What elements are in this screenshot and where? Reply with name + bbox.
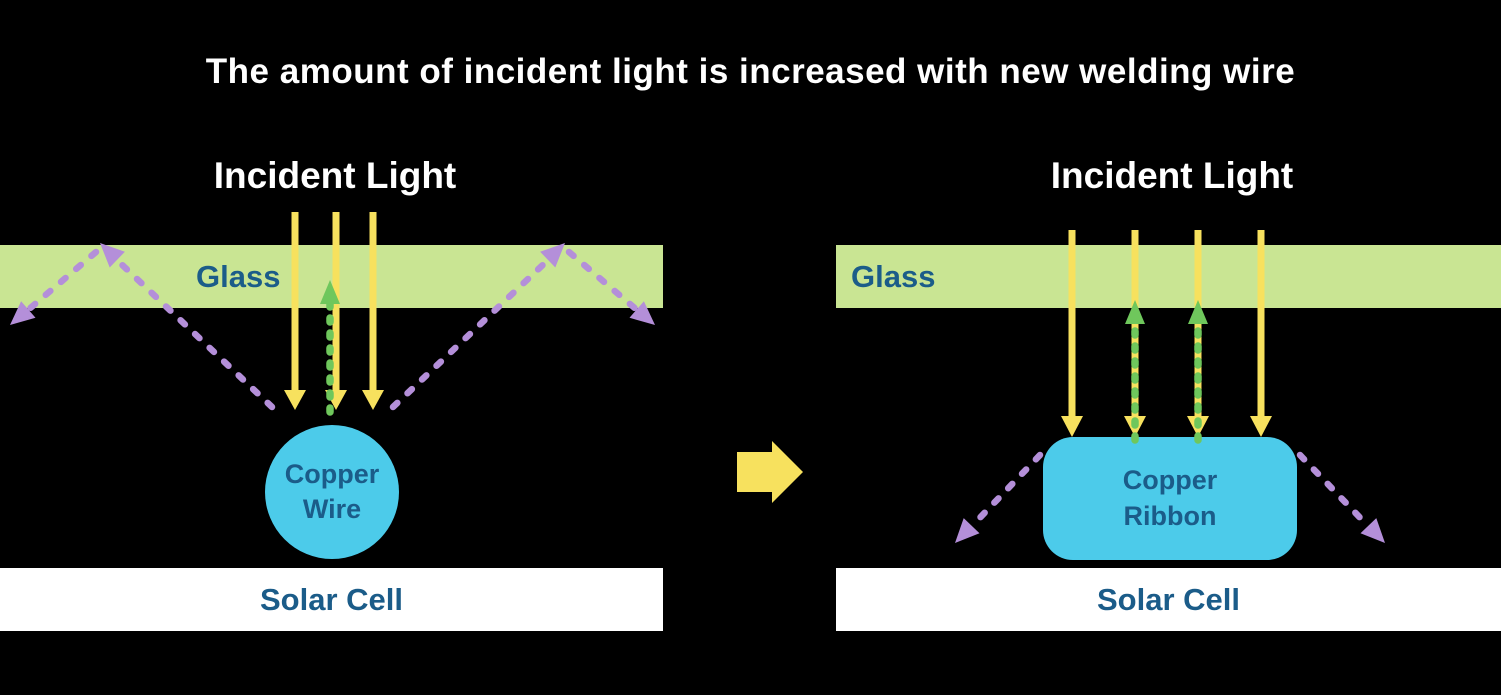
solar-cell-layer-left: Solar Cell <box>0 568 663 631</box>
glass-label-right: Glass <box>851 258 936 294</box>
solar-cell-label-left: Solar Cell <box>260 582 403 617</box>
diagram-title: The amount of incident light is increase… <box>205 52 1296 91</box>
scattered-ray <box>1296 451 1372 530</box>
incident-light-rays-left <box>284 212 384 410</box>
solar-cell-label-right: Solar Cell <box>1097 582 1240 617</box>
copper-wire-label-line1: Copper <box>284 458 380 489</box>
glass-label-left: Glass <box>196 258 281 294</box>
right-arrow-icon <box>737 441 803 503</box>
down-arrowhead-icon <box>325 390 347 410</box>
copper-wire-label-line2: Wire <box>302 494 362 524</box>
glass-layer-left: Glass <box>0 245 663 308</box>
incident-light-label-left: Incident Light <box>213 155 457 196</box>
down-arrowhead-icon <box>284 390 306 410</box>
solar-cell-layer-right: Solar Cell <box>836 568 1501 631</box>
incident-light-label-right: Incident Light <box>1050 155 1294 196</box>
down-arrowhead-icon <box>1124 416 1146 437</box>
copper-ribbon-label-line2: Ribbon <box>1123 500 1217 531</box>
down-arrowhead-icon <box>1061 416 1083 437</box>
copper-wire: Copper Wire <box>265 425 399 559</box>
down-arrowhead-icon <box>1250 416 1272 437</box>
copper-ribbon-label-line1: Copper <box>1122 465 1218 496</box>
transition-arrow <box>737 441 803 503</box>
glass-layer-right: Glass <box>836 245 1501 308</box>
down-arrowhead-icon <box>1187 416 1209 437</box>
scattered-ray <box>968 451 1044 530</box>
reflected-rays-right <box>1125 300 1208 444</box>
diagonal-arrowhead-icon <box>1360 518 1385 543</box>
down-arrowhead-icon <box>362 390 384 410</box>
diagonal-arrowhead-icon <box>955 518 980 543</box>
copper-ribbon: Copper Ribbon <box>1043 437 1297 560</box>
